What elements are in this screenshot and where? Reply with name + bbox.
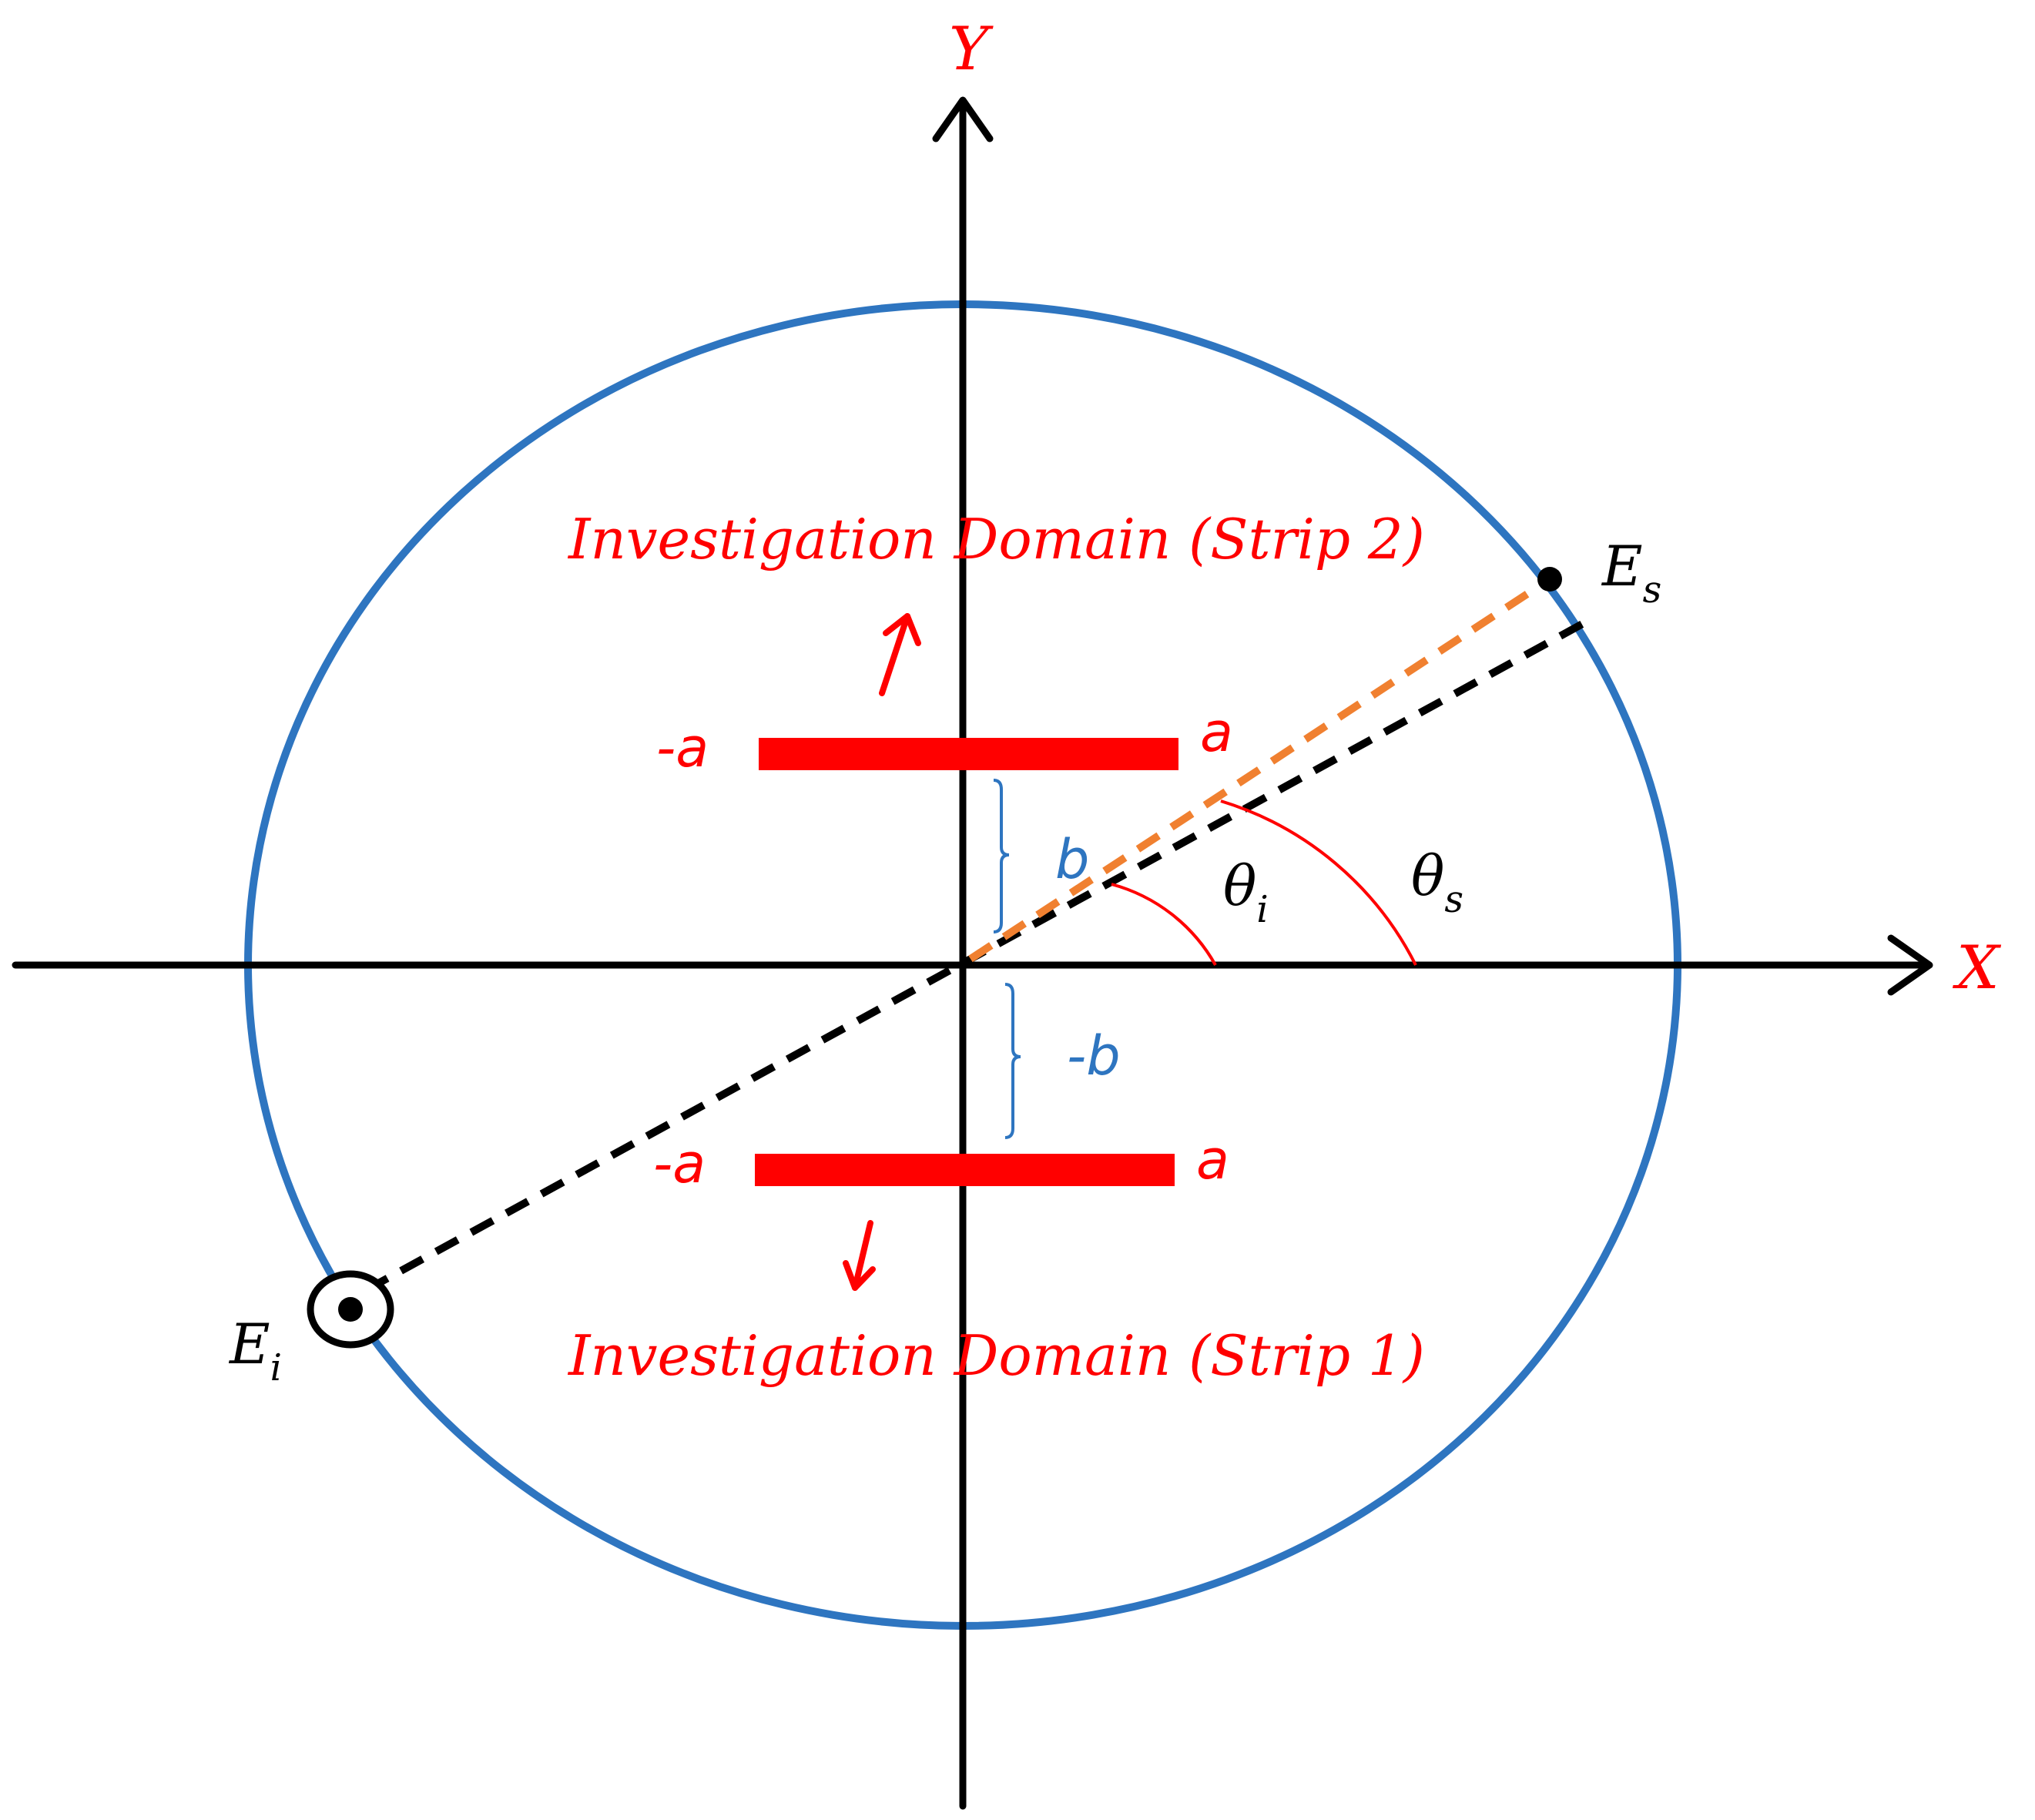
x-axis-arrow-icon bbox=[1887, 934, 1933, 996]
strip-2 bbox=[759, 738, 1178, 770]
scattered-angle-label: θs bbox=[1411, 843, 1463, 921]
incident-angle-arc bbox=[1111, 883, 1217, 966]
upper-offset-brace bbox=[993, 779, 1010, 933]
out-of-plane-field-icon bbox=[307, 1270, 394, 1349]
y-axis-arrow-icon bbox=[932, 96, 994, 142]
strip-1-left-bound: -a bbox=[653, 1132, 706, 1195]
incident-field-label: Ei bbox=[228, 1312, 282, 1389]
strip-1-domain-label: Investigation Domain (Strip 1) bbox=[567, 1323, 1425, 1388]
incident-angle-label: θi bbox=[1223, 853, 1269, 931]
strip-1 bbox=[755, 1154, 1175, 1186]
scattered-field-label: Es bbox=[1601, 534, 1661, 612]
down-arrow-icon bbox=[843, 1220, 876, 1291]
receiver-point-icon bbox=[1537, 567, 1562, 592]
strip-1-right-bound: a bbox=[1196, 1128, 1229, 1192]
strip-2-right-bound: a bbox=[1200, 701, 1233, 764]
lower-offset-label: -b bbox=[1067, 1024, 1121, 1088]
scattered-angle-arc bbox=[1220, 799, 1417, 966]
strip-2-left-bound: -a bbox=[656, 716, 709, 779]
scattered-direction-line bbox=[968, 575, 1552, 963]
y-axis-label: Y bbox=[949, 15, 994, 84]
strip-2-domain-label: Investigation Domain (Strip 2) bbox=[567, 507, 1425, 571]
x-axis-label: X bbox=[1952, 933, 2002, 1003]
up-arrow-icon bbox=[879, 613, 921, 696]
lower-offset-brace bbox=[1004, 983, 1021, 1139]
